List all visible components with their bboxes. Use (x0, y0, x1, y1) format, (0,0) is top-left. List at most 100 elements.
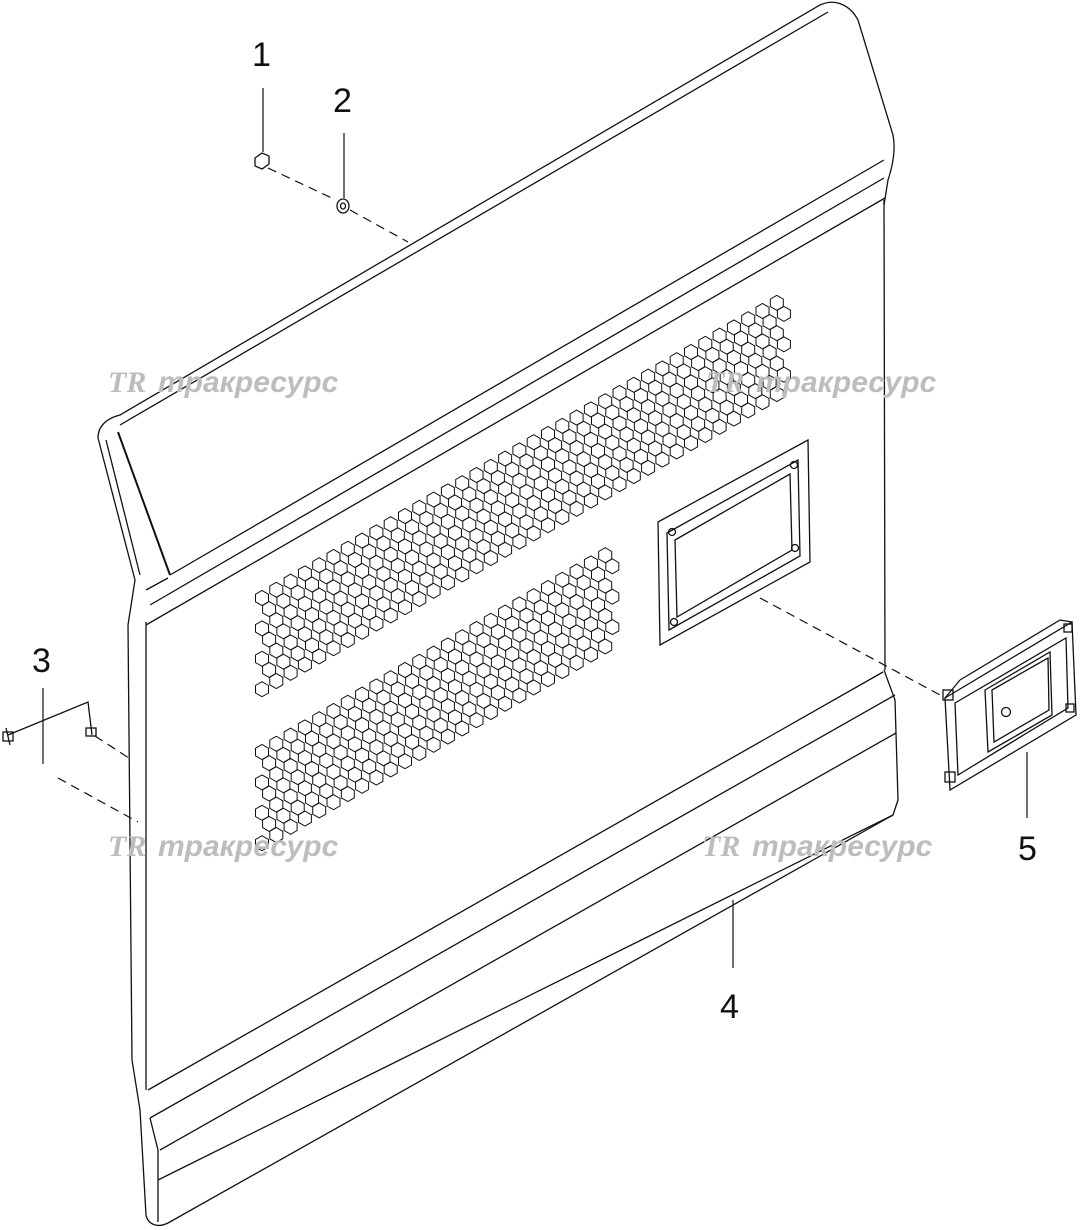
vent-hole (476, 538, 491, 555)
vent-hole (448, 678, 462, 695)
vent-hole (312, 802, 327, 819)
vent-hole (533, 445, 548, 462)
vent-hole (541, 517, 555, 534)
vent-hole (412, 744, 427, 762)
vent-hole (519, 668, 534, 685)
vent-hole (498, 480, 513, 498)
vent-hole (333, 560, 348, 577)
vent-hole (576, 635, 591, 652)
vent-hole (662, 401, 677, 418)
vent-hole (390, 742, 405, 759)
vent-hole (669, 412, 684, 430)
vent-hole (476, 508, 491, 525)
vent-hole (290, 645, 305, 662)
vent-hole (319, 598, 334, 615)
vent-hole (340, 694, 355, 711)
vent-hole (455, 475, 470, 492)
vent-hole (433, 533, 448, 550)
vent-hole (548, 467, 563, 484)
vent-hole (641, 429, 656, 446)
vent-hole (712, 357, 727, 375)
vent-hole (555, 448, 570, 465)
vent-hole (255, 743, 269, 761)
vent-hole (290, 584, 305, 601)
vent-hole (455, 659, 470, 676)
vent-hole (505, 492, 520, 509)
vent-hole (548, 437, 563, 454)
vent-hole (741, 311, 756, 328)
vent-hole (691, 415, 706, 432)
vent-hole (383, 730, 398, 748)
vent-hole (405, 733, 420, 750)
side-panel-part (97, 1, 899, 1226)
vent-hole (369, 585, 384, 602)
vent-hole (505, 646, 520, 663)
vent-hole (762, 344, 777, 361)
vent-hole (669, 352, 684, 369)
vent-hole (605, 434, 620, 451)
vent-hole (648, 410, 663, 427)
vent-hole (383, 516, 398, 533)
vent-hole (455, 535, 470, 553)
vent-hole (519, 607, 534, 624)
vent-hole (490, 469, 505, 486)
vent-hole (276, 746, 291, 763)
assembly-line-3-panel (94, 735, 133, 761)
vent-hole (369, 708, 384, 725)
vent-hole (297, 749, 312, 766)
vent-hole (419, 571, 434, 588)
vent-hole (655, 390, 670, 407)
vent-hole (655, 421, 670, 438)
vent-hole (290, 615, 305, 632)
vent-hole (612, 415, 627, 432)
vent-hole (326, 794, 341, 811)
vent-hole (519, 637, 534, 654)
vent-hole (426, 582, 441, 599)
vent-hole (426, 736, 441, 753)
vent-hole (312, 648, 327, 665)
vent-hole (569, 439, 584, 457)
vent-hole (569, 470, 584, 487)
vent-hole (726, 410, 741, 427)
vent-hole (734, 391, 748, 408)
vent-hole (383, 670, 398, 687)
vent-hole (541, 486, 555, 503)
vent-hole (498, 450, 513, 467)
vent-hole (340, 725, 355, 742)
vent-hole (490, 654, 505, 671)
vent-hole (326, 763, 341, 780)
vent-hole (605, 619, 620, 636)
vent-hole (741, 341, 756, 358)
vent-hole (498, 695, 513, 712)
vent-hole (626, 407, 641, 424)
vent-hole (347, 551, 362, 568)
vent-hole (283, 634, 298, 651)
watermark-bottom-left: TR тракресурс (108, 830, 339, 863)
vent-hole (555, 417, 570, 434)
vent-hole (433, 687, 448, 704)
vent-hole (726, 349, 741, 366)
vent-hole (526, 525, 541, 542)
vent-hole (712, 418, 727, 435)
vent-hole (562, 582, 577, 599)
vent-hole (390, 588, 405, 605)
vent-hole (333, 774, 348, 791)
vent-hole (641, 368, 656, 385)
vent-hole (455, 689, 470, 707)
vent-hole (583, 555, 598, 572)
vent-hole (626, 467, 641, 485)
vent-hole (469, 712, 484, 729)
vent-hole (483, 489, 498, 506)
callout-5: 5 (1018, 830, 1037, 868)
callout-1: 1 (252, 36, 271, 74)
vent-hole (412, 653, 427, 670)
vent-hole (698, 426, 713, 444)
vent-hole (762, 374, 777, 391)
vent-hole (276, 653, 291, 670)
vent-hole (362, 728, 377, 745)
vent-hole (591, 442, 605, 459)
vent-hole (383, 576, 398, 594)
vent-hole (662, 371, 677, 388)
vent-hole (355, 747, 370, 764)
vent-hole (255, 835, 269, 852)
